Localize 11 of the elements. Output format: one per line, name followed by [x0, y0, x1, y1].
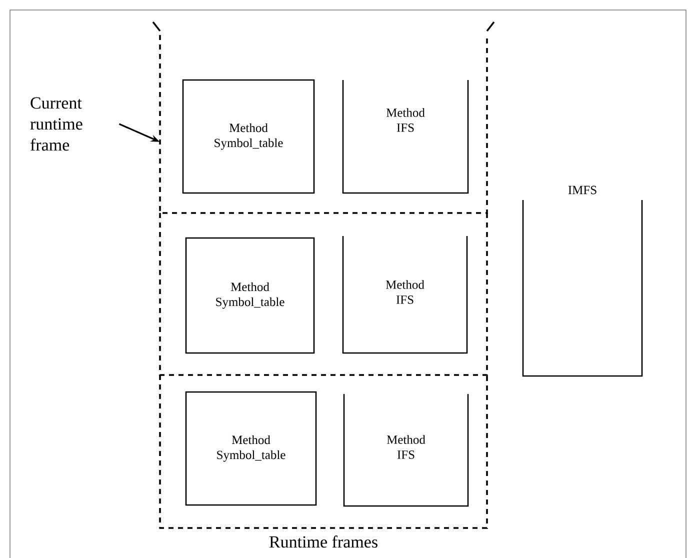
runtime-frame	[159, 375, 488, 529]
symbol-table-box: Method Symbol_table	[182, 79, 315, 194]
callout-text: Current runtime frame	[30, 97, 82, 151]
runtime-frame	[159, 35, 488, 214]
stack-container: Method IFS	[343, 394, 469, 507]
stack-container: IMFS	[522, 186, 643, 377]
symbol-table-box: Method Symbol_table	[185, 391, 317, 506]
symbol-table-box: Method Symbol_table	[185, 237, 315, 354]
stack-container: Method IFS	[342, 80, 469, 194]
runtime-frame	[159, 213, 488, 376]
stack-container: Method IFS	[342, 236, 468, 354]
